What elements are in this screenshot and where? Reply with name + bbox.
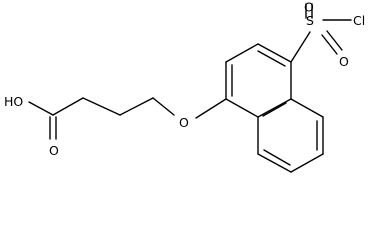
naphthalene-lower-ring [257,98,324,173]
sulfur-label: S [306,13,314,28]
bond-sulfur-o-bottom-a [321,34,338,55]
structure-diagram: HO O O S O O Cl [4,0,365,173]
ether-linkage [195,98,227,119]
carbonyl-oxygen-label: O [49,143,59,158]
bond-ether-o-ring [195,98,227,119]
bond-ring-b5 [257,153,292,173]
atom-labels: HO O O S O O Cl [4,0,365,158]
hydroxyl-label: HO [4,94,23,109]
bond-c3-c4 [119,97,154,116]
chemical-structure-canvas: HO O O S O O Cl [4,0,366,173]
bond-ring-b1-inner [262,102,287,117]
ether-oxygen-label: O [179,115,189,130]
chlorine-label: Cl [353,13,365,28]
bond-c2-c3 [82,97,121,116]
butanoic-acid-chain [28,97,175,140]
bond-ring-b2 [290,98,324,118]
bond-c4-ether-o [152,97,175,116]
bond-sulfur-o-bottom-b [326,30,343,51]
bond-ring-sulfur [290,31,311,63]
bond-ring-a5 [257,98,292,118]
naphthalene-upper-ring [225,43,292,118]
bond-ring-a6 [225,98,259,118]
bond-ring-b4 [290,153,324,173]
bond-ring-a2 [225,43,259,63]
bond-ring-a3-inner [257,50,286,67]
bond-c1-c2 [52,97,84,116]
bond-ring-b5-inner [263,149,291,166]
bond-ring-a3 [257,43,292,63]
sulfonyl-oxygen-bottom-label: O [339,54,349,69]
sulfonyl-oxygen-top-label: O [304,0,314,15]
sulfonyl-chloride-group [290,3,352,63]
bond-oh-carboxyl [28,101,54,116]
